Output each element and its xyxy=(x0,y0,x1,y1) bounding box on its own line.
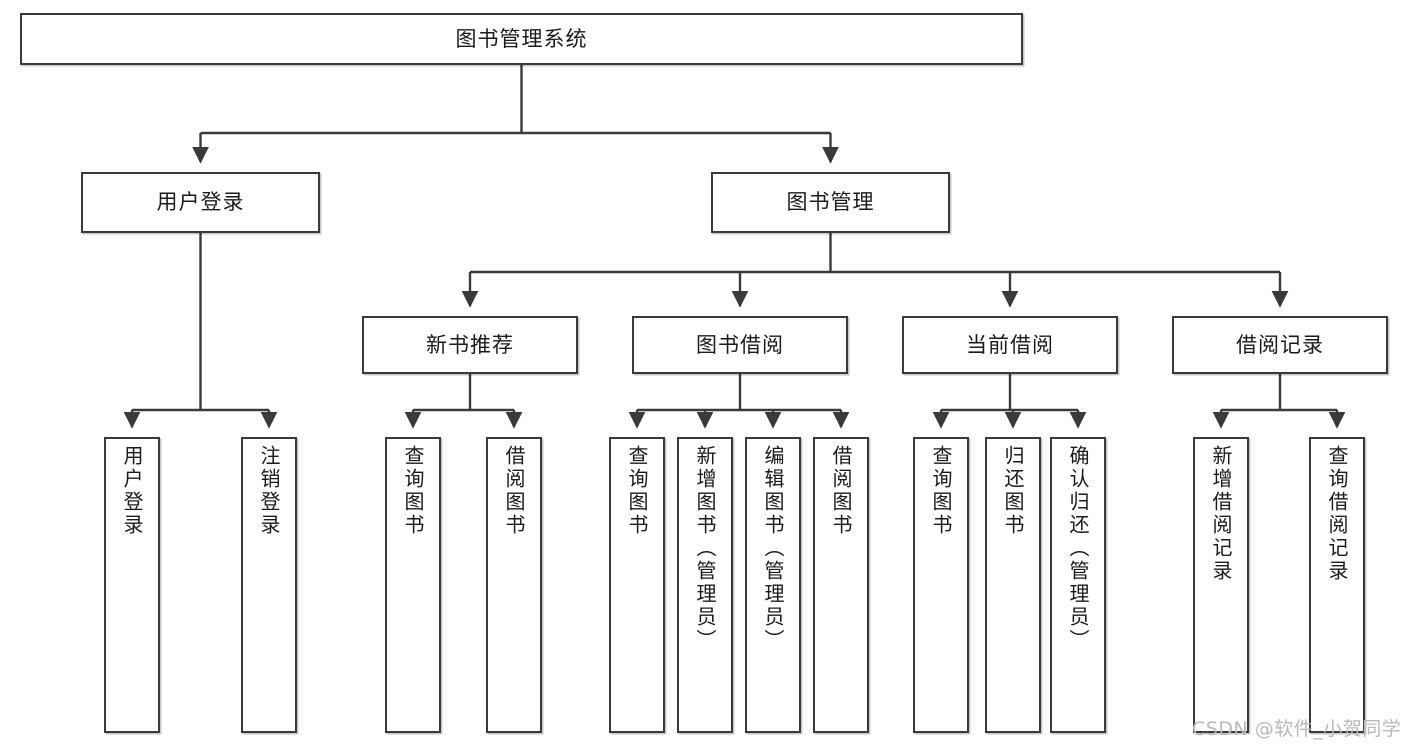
node-label: 图书借阅 xyxy=(696,332,784,357)
node-label: 确认归还（管理员） xyxy=(1066,445,1090,652)
leaf-query-book-recommend[interactable]: 查询图书 xyxy=(385,437,441,733)
node-label: 新增图书（管理员） xyxy=(693,445,717,652)
node-borrow-record[interactable]: 借阅记录 xyxy=(1172,316,1388,374)
node-label: 查询借阅记录 xyxy=(1325,445,1349,583)
node-label: 用户登录 xyxy=(120,445,144,537)
node-new-book-recommend[interactable]: 新书推荐 xyxy=(362,316,578,374)
node-label: 借阅图书 xyxy=(829,445,853,537)
node-label: 用户登录 xyxy=(156,190,245,215)
node-book-borrow[interactable]: 图书借阅 xyxy=(632,316,848,374)
node-user-login[interactable]: 用户登录 xyxy=(81,172,320,233)
node-label: 编辑图书（管理员） xyxy=(761,445,785,652)
node-label: 新书推荐 xyxy=(426,332,514,357)
node-label: 当前借阅 xyxy=(966,332,1054,357)
leaf-user-login[interactable]: 用户登录 xyxy=(104,437,160,733)
node-current-borrow[interactable]: 当前借阅 xyxy=(902,316,1118,374)
node-book-management[interactable]: 图书管理 xyxy=(711,172,950,233)
csdn-watermark: CSDN @软件_小贺同学 xyxy=(1192,718,1402,740)
node-root[interactable]: 图书管理系统 xyxy=(20,13,1023,65)
leaf-borrow-book[interactable]: 借阅图书 xyxy=(813,437,869,733)
node-label: 查询图书 xyxy=(625,445,649,537)
node-label: 查询图书 xyxy=(401,445,425,537)
leaf-query-borrow-record[interactable]: 查询借阅记录 xyxy=(1309,437,1365,733)
leaf-edit-book-admin[interactable]: 编辑图书（管理员） xyxy=(745,437,801,733)
node-label: 借阅图书 xyxy=(502,445,526,537)
node-label: 查询图书 xyxy=(929,445,953,537)
node-label: 图书管理系统 xyxy=(455,26,588,51)
leaf-return-book[interactable]: 归还图书 xyxy=(985,437,1041,733)
leaf-confirm-return-admin[interactable]: 确认归还（管理员） xyxy=(1050,437,1106,733)
leaf-add-borrow-record[interactable]: 新增借阅记录 xyxy=(1193,437,1249,733)
leaf-logout[interactable]: 注销登录 xyxy=(241,437,297,733)
leaf-query-book-borrow[interactable]: 查询图书 xyxy=(609,437,665,733)
node-label: 注销登录 xyxy=(257,445,281,537)
leaf-add-book-admin[interactable]: 新增图书（管理员） xyxy=(677,437,733,733)
node-label: 新增借阅记录 xyxy=(1209,445,1233,583)
node-label: 图书管理 xyxy=(786,190,875,215)
node-label: 归还图书 xyxy=(1001,445,1025,537)
leaf-borrow-book-recommend[interactable]: 借阅图书 xyxy=(486,437,542,733)
leaf-query-book-current[interactable]: 查询图书 xyxy=(913,437,969,733)
node-label: 借阅记录 xyxy=(1236,332,1324,357)
